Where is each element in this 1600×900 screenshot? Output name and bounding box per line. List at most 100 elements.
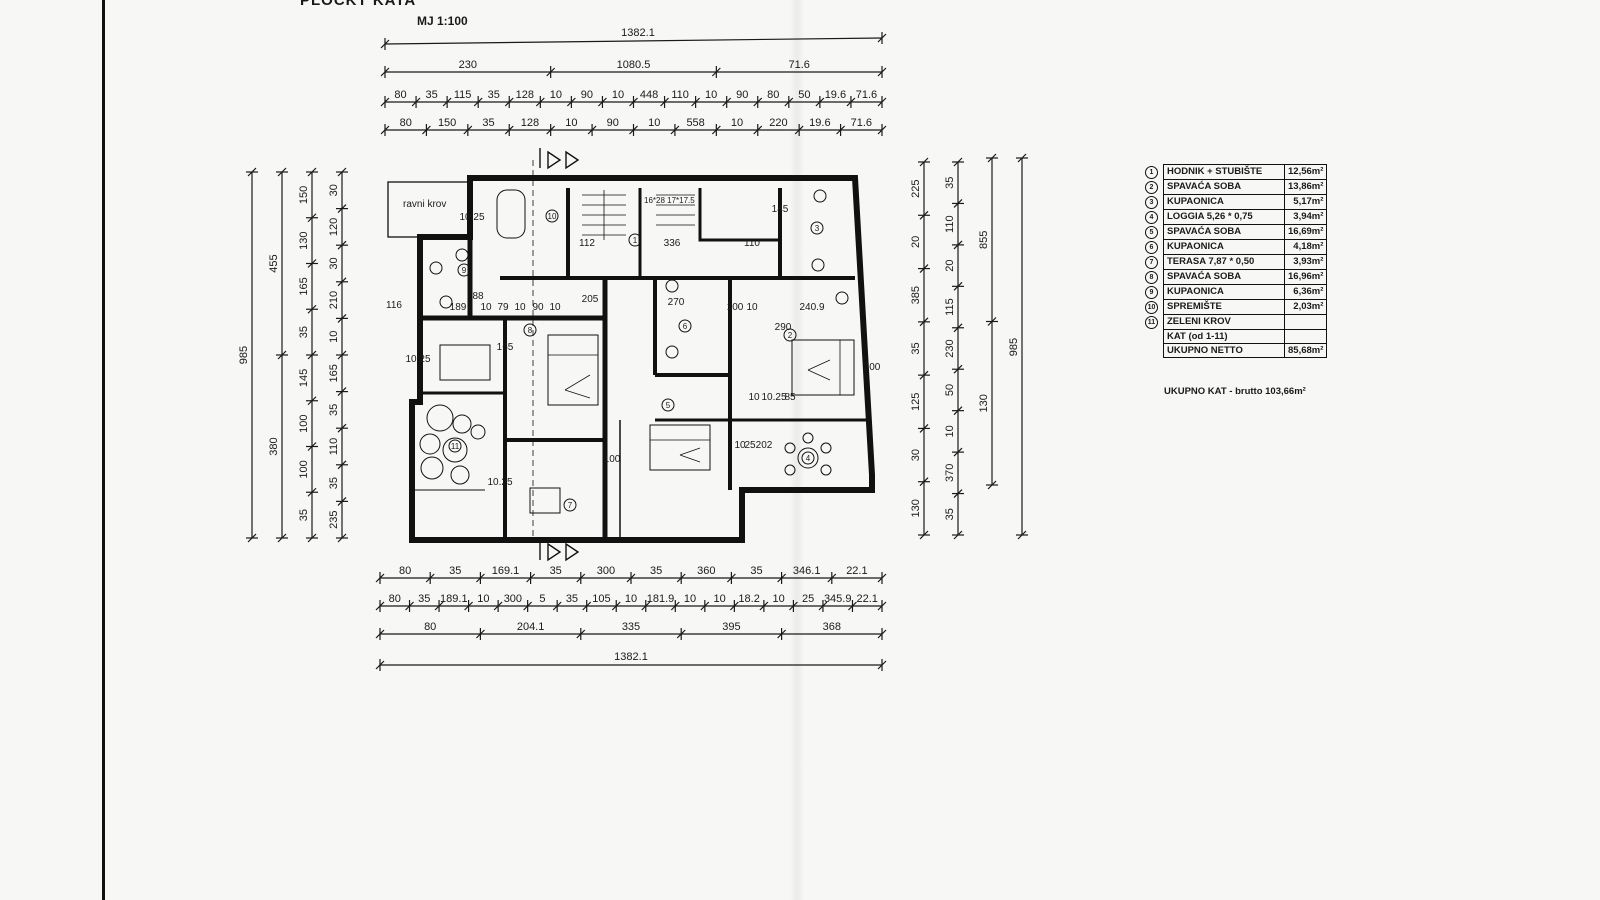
dimension-label: 35 [944,508,956,520]
dimension-label: 1080.5 [617,59,651,71]
dimension-label: 985 [1008,338,1020,356]
dimension-label: 71.6 [856,89,877,101]
inner-dimension-label: 202 [756,440,773,451]
room-number-marker: 10 [545,209,559,223]
dimension-label: 110 [671,89,689,101]
dimension-label: 985 [238,346,250,364]
dimension-label: 50 [798,89,810,101]
legend-room-number: 8 [1145,270,1164,285]
dimension-label: 204.1 [517,621,545,633]
legend-room-area: 13,86m² [1283,179,1328,195]
dimension-label: 35 [425,89,437,101]
legend-room-name: TERASA 7,87 * 0,50 [1163,254,1285,270]
dimension-label: 10 [773,593,785,605]
dimension-label: 19.6 [825,89,846,101]
paper-fold [790,0,804,900]
legend-room-number: 7 [1145,255,1164,270]
dimension-label: 35 [488,89,500,101]
inner-dimension-label: 10.25 [761,392,786,403]
dimension-label: 10 [944,425,956,437]
legend-room-name: ZELENI KROV [1163,314,1285,330]
dimension-label: 35 [910,342,922,354]
dimension-label: 5 [539,593,545,605]
dimension-label: 335 [622,621,640,633]
dimension-label: 10 [648,117,660,129]
inner-dimension-label: 116 [386,300,402,311]
legend-room-area: 6,36m² [1283,284,1328,300]
dimension-label: 50 [944,384,956,396]
dimension-label: 80 [399,565,411,577]
legend-room-number: 11 [1145,315,1164,330]
dimension-label: 30 [910,449,922,461]
inner-dimension-label: 200 [864,362,881,373]
dimension-label: 300 [504,593,522,605]
drawing-title: PLOCKT KATA [300,0,417,9]
dimension-lines [246,32,1028,671]
inner-dimension-label: 165 [497,342,514,353]
dimension-label: 345.9 [824,593,852,605]
dimension-label: 448 [640,89,658,101]
room-number-marker: 2 [783,328,797,342]
dimension-label: 10 [550,89,562,101]
dimension-label: 558 [686,117,704,129]
inner-dimension-label: 10 [746,302,758,313]
inner-dimension-label: 10 [734,440,746,451]
room-number: 2 [788,331,793,340]
legend-room-area: 16,69m² [1283,224,1328,240]
dimension-label: 235 [328,511,340,529]
dimension-label: 115 [454,89,472,101]
legend-total-label-2: UKUPNO NETTO [1163,343,1285,358]
legend-room-number: 2 [1145,180,1164,195]
legend-room-number: 1 [1145,165,1164,180]
dimension-label: 80 [389,593,401,605]
inner-dimension-label: 85 [784,392,796,403]
room-number: 3 [815,224,820,233]
dimension-label: 22.1 [857,593,878,605]
inner-dimension-label: 290 [775,322,792,333]
dimension-label: 225 [910,179,922,197]
room-number: 6 [683,322,688,331]
dimension-label: 169.1 [492,565,520,577]
plan-walls [387,148,875,562]
inner-dimension-label: 145 [772,204,789,215]
dimension-label: 10 [731,117,743,129]
legend-room-area: 5,17m² [1283,194,1328,210]
dimension-label: 189.1 [440,593,468,605]
legend-room-area: 4,18m² [1283,239,1328,255]
dimension-label: 128 [521,117,539,129]
dimension-label: 10 [713,593,725,605]
dimension-label: 370 [944,464,956,482]
dimension-label: 150 [438,117,456,129]
legend-room-area: 12,56m² [1283,164,1328,180]
dimension-label: 80 [767,89,779,101]
legend-room-name: KUPAONICA [1163,284,1285,300]
dimension-line [384,37,883,45]
dimension-label: 130 [910,499,922,517]
inner-dimension-label: 110 [744,238,760,249]
dimension-label: 105 [592,593,610,605]
dimension-label: 19.6 [809,117,830,129]
dimension-label: 71.6 [788,59,809,71]
legend-room-area: 3,93m² [1283,254,1328,270]
dimension-label: 30 [328,257,340,269]
dimension-label: 346.1 [793,565,821,577]
legend-room-name: SPAVAĆA SOBA [1163,224,1285,240]
dimension-label: 22.1 [846,565,867,577]
legend-room-name: HODNIK + STUBIŠTE [1163,164,1285,180]
room-number: 8 [528,326,533,335]
room-number-marker: 7 [563,498,577,512]
dimension-label: 35 [298,326,310,338]
legend-room-area [1283,314,1328,330]
room-number-marker: 11 [448,439,462,453]
dimension-label: 1382.1 [621,27,655,39]
legend-room-name: LOGGIA 5,26 * 0,75 [1163,209,1285,225]
